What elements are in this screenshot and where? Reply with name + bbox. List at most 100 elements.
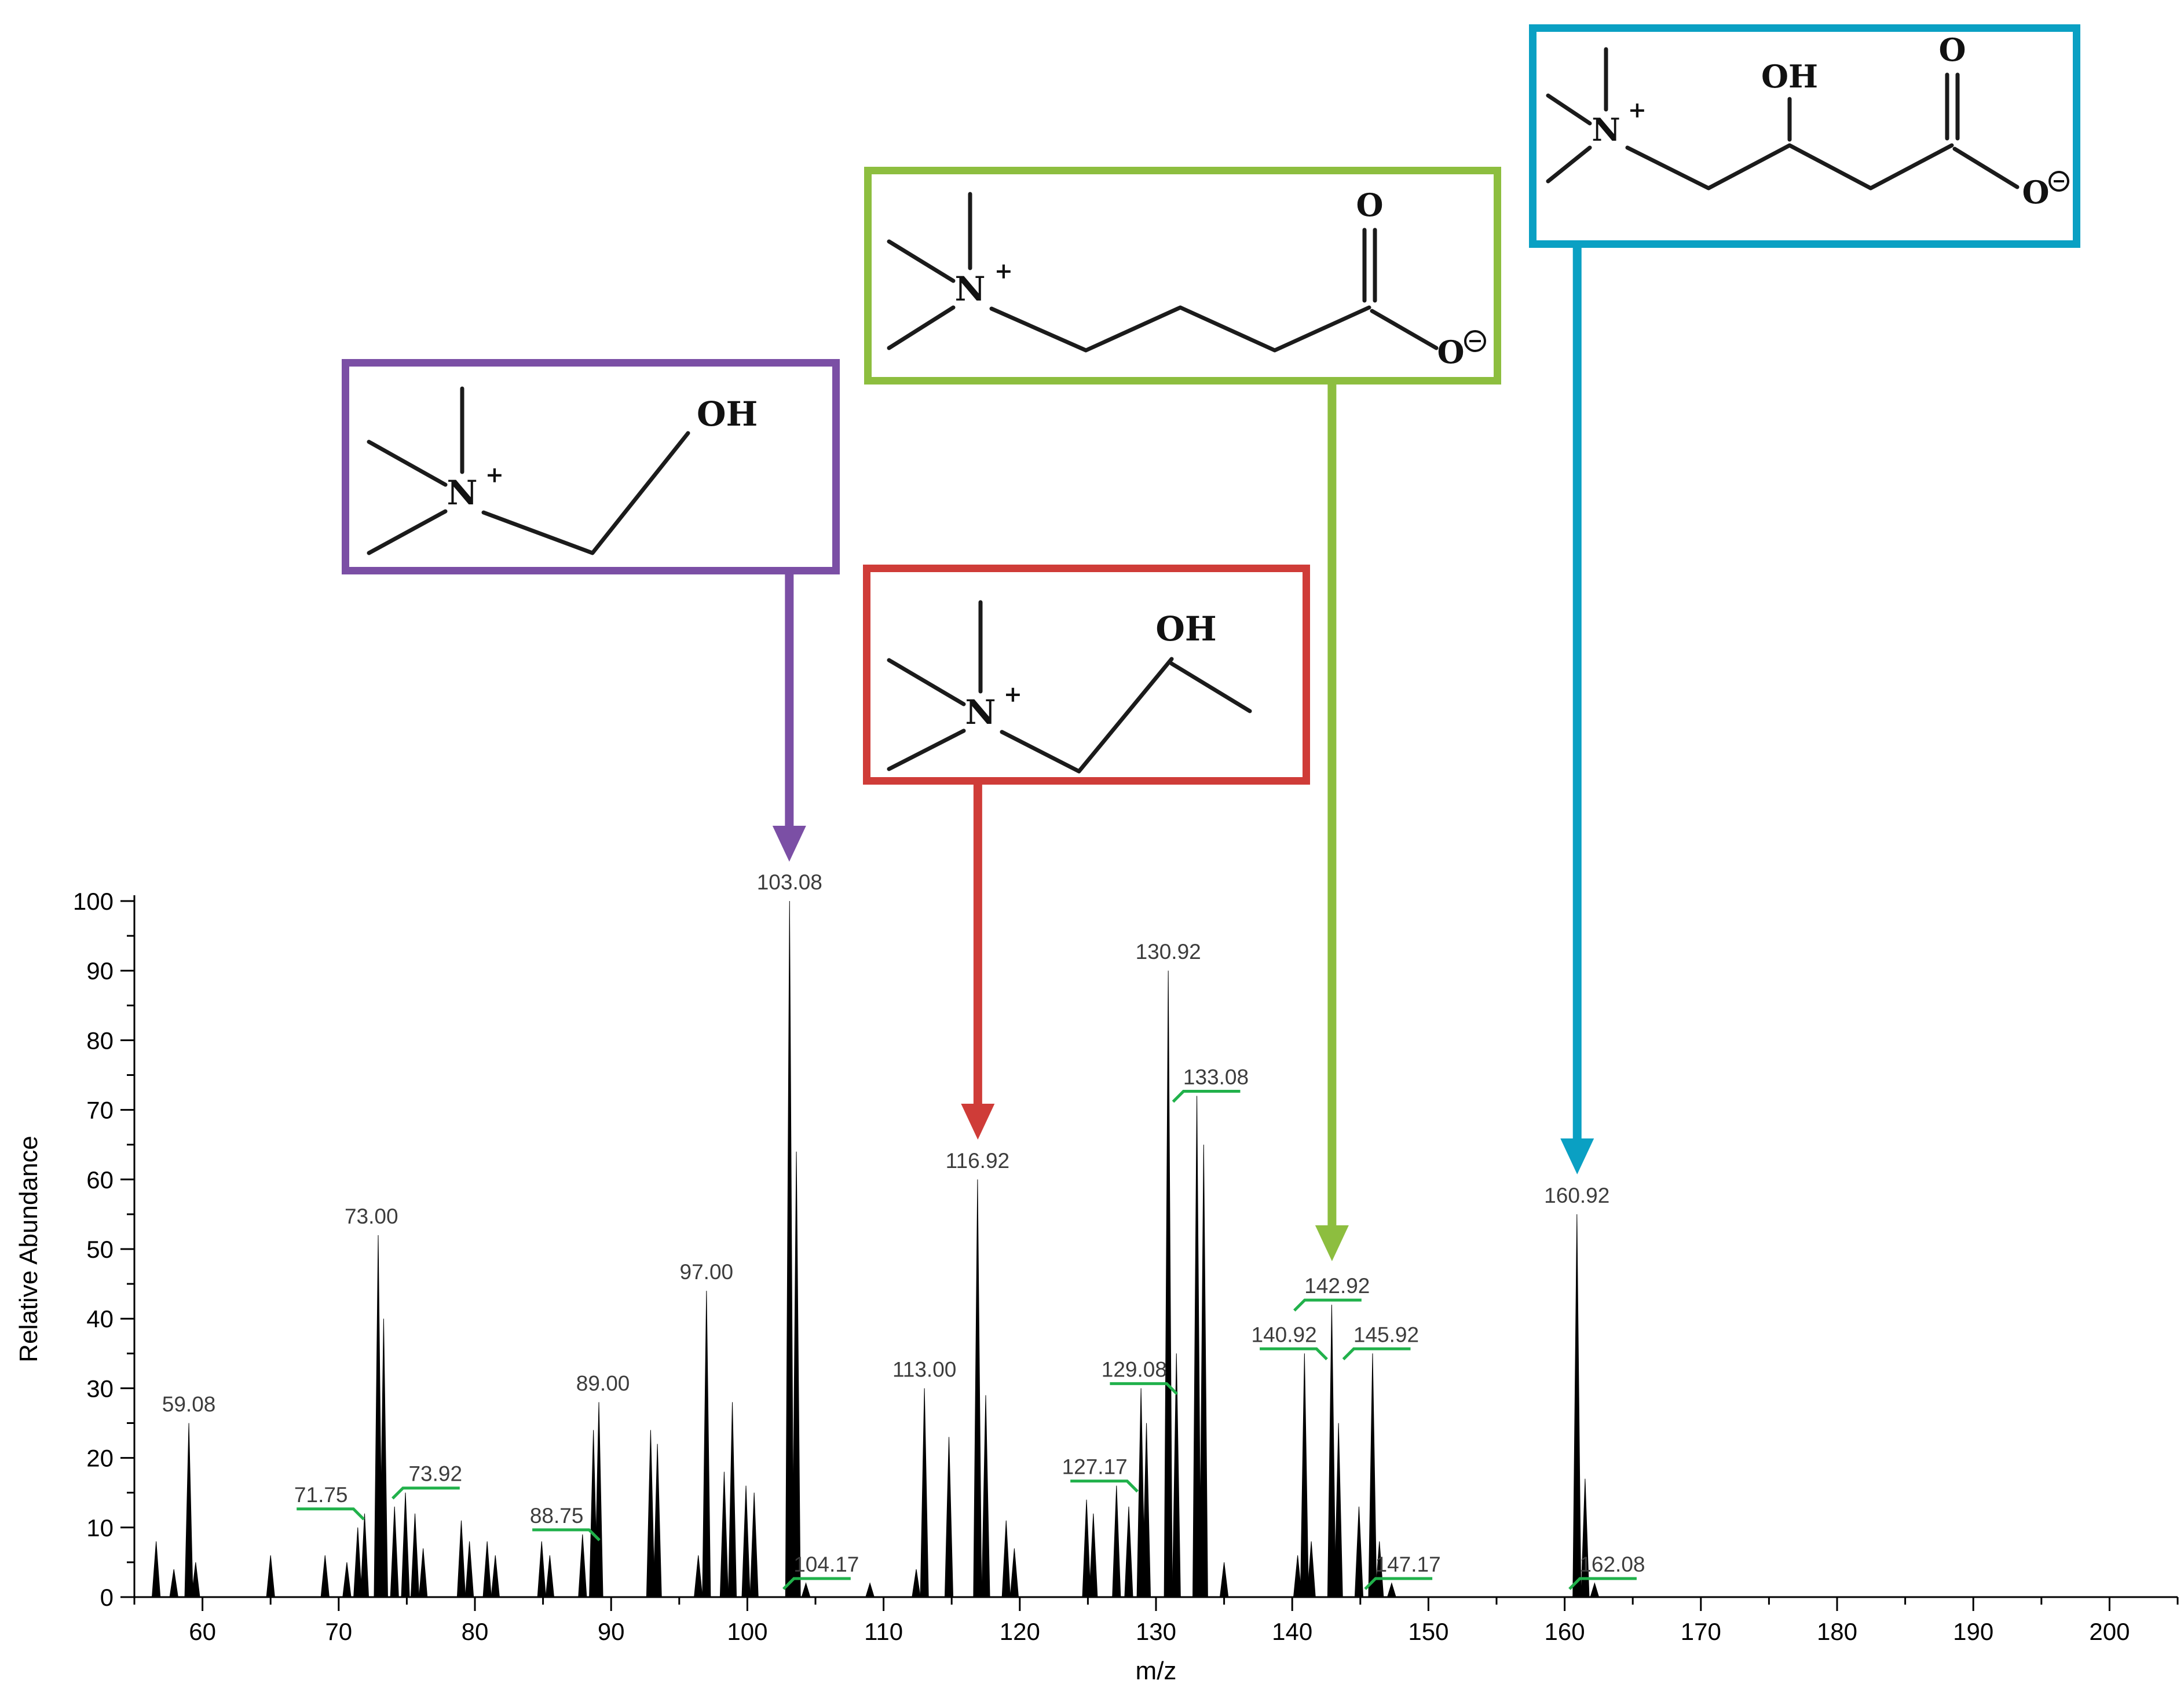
x-tick-label: 130 [1136,1618,1176,1645]
peak [184,1423,193,1597]
label-leader-line [1568,1577,1637,1590]
peak-label: 89.00 [576,1371,630,1395]
peak [537,1541,546,1597]
bond [887,305,956,350]
x-tick-label: 140 [1272,1618,1312,1645]
peak [1293,1555,1303,1597]
peak [792,1151,801,1597]
y-tick-label: 0 [100,1584,114,1611]
nitrogen-label: N [965,693,996,732]
bond [887,239,956,283]
x-tick-label: 90 [598,1618,625,1645]
y-tick-label: 30 [86,1375,114,1402]
peak [360,1513,370,1597]
oxygen-anion-label: O [1437,334,1464,371]
label-leader-line [1342,1347,1411,1361]
hydroxyl-label: OH [697,394,758,434]
y-tick-label: 100 [73,888,114,915]
peak [1089,1513,1098,1597]
peak [1334,1423,1343,1597]
peak [1387,1582,1396,1597]
peak [152,1541,161,1597]
y-tick-label: 50 [86,1236,114,1263]
bond [887,658,966,706]
x-tick-label: 190 [1953,1618,1993,1645]
y-tick-label: 60 [86,1166,114,1193]
peak [374,1235,383,1597]
peak [191,1562,200,1597]
x-tick-label: 110 [864,1618,903,1645]
peak-label: 140.92 [1252,1323,1317,1346]
nitrogen-label: N [954,269,985,309]
peak [419,1548,428,1597]
peak-label: 113.00 [892,1357,956,1381]
y-axis-title: Relative Abundance [14,1136,43,1362]
peak [973,1179,982,1597]
peak [1581,1478,1590,1597]
x-tick-label: 160 [1545,1618,1585,1645]
peak [981,1395,990,1597]
bond [1546,93,1592,126]
x-axis-title: m/z [1136,1657,1177,1685]
hydroxypropyl-structure-box: N + OH [863,565,1310,785]
label-leader-line [532,1528,601,1541]
x-tick-label: 70 [325,1618,352,1645]
butyrobetaine-structure-box: N + O O [864,167,1501,385]
peak [912,1569,921,1597]
plus-charge-label: + [485,462,504,488]
x-tick-label: 170 [1681,1618,1721,1645]
peak [1590,1582,1600,1597]
y-tick-label: 70 [86,1097,114,1124]
peak-label: 127.17 [1062,1455,1128,1479]
y-tick-label: 40 [86,1305,114,1332]
bond [1546,145,1592,184]
hydroxyl-label: OH [1761,58,1818,95]
peak [491,1555,500,1597]
peak [1001,1520,1011,1597]
negative-charge-icon [2048,171,2069,192]
x-tick-label: 200 [2089,1618,2130,1645]
peak [1300,1353,1309,1597]
carbonyl-oxygen-label: O [1938,32,1966,68]
bond [1625,143,1954,191]
label-leader-line [1260,1347,1328,1361]
carbonyl-oxygen-label: O [1356,186,1383,224]
peak-label: 133.08 [1183,1065,1249,1089]
label-leader-line [1070,1480,1139,1493]
label-leader-line [1293,1298,1362,1312]
y-tick-label: 10 [86,1514,114,1541]
peak [1136,1388,1146,1597]
peak-label: 73.00 [345,1204,398,1228]
bond [367,509,448,555]
peak [401,1492,410,1597]
peak [578,1534,587,1597]
y-tick-label: 80 [86,1027,114,1054]
peak [1307,1541,1316,1597]
peak [320,1555,330,1597]
peak-label: 116.92 [946,1149,1009,1173]
nitrogen-label: N [447,473,477,512]
peak [653,1444,662,1597]
oxygen-anion-label: O [2022,174,2049,211]
peak [1375,1541,1384,1597]
peak [1164,971,1173,1597]
peak [741,1485,751,1597]
label-leader-line [1110,1382,1179,1396]
peak [594,1402,603,1597]
x-tick-label: 180 [1817,1618,1857,1645]
peak [1572,1214,1582,1597]
label-leader-line [782,1577,851,1590]
peak-label: 59.08 [162,1393,216,1416]
peak-label: 73.92 [408,1462,462,1486]
peak [785,900,794,1597]
choline-structure: N + OH [367,386,758,555]
butyrobetaine-structure: N + O O [887,186,1486,371]
peak [545,1555,554,1597]
label-leader-line [1364,1577,1433,1590]
peak [379,1319,388,1597]
peak [920,1388,929,1597]
bond [1952,147,2020,189]
plus-charge-label: + [1628,97,1647,123]
bond [989,305,1371,353]
